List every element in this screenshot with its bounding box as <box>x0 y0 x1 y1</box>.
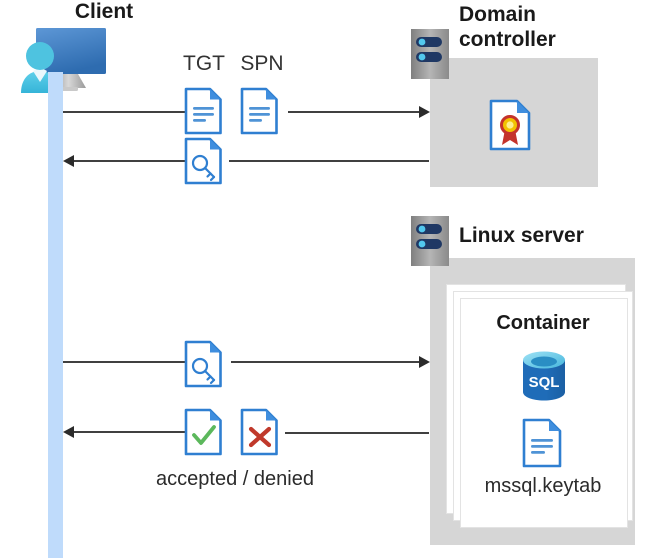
sql-database-icon: SQL <box>519 350 569 402</box>
check-document-icon <box>184 408 226 456</box>
message-4-arrow-left <box>63 423 185 441</box>
linux-server-title: Linux server <box>459 224 584 247</box>
message-4-line-right <box>285 432 429 434</box>
svg-text:SQL: SQL <box>529 374 560 391</box>
client-lifeline <box>48 72 63 558</box>
container-title: Container <box>496 312 590 334</box>
message-label-accepted-denied: accepted / denied <box>156 468 314 490</box>
server-rack-icon <box>411 29 449 79</box>
text-document-icon <box>184 87 226 135</box>
text-document-icon <box>240 87 282 135</box>
cross-document-icon <box>240 408 282 456</box>
message-3-arrow-right <box>231 353 432 371</box>
domain-controller-title-line1: Domain <box>459 3 537 26</box>
key-document-icon <box>184 340 226 388</box>
container-card-front[interactable] <box>460 298 628 528</box>
message-1-line-left <box>63 111 185 113</box>
domain-controller-title-line2: controller <box>459 28 556 51</box>
message-2-arrow-left <box>63 152 185 170</box>
keytab-filename-label: mssql.keytab <box>484 475 602 497</box>
message-label-spn: SPN <box>240 52 284 75</box>
message-1-arrow-right <box>288 103 432 121</box>
text-document-icon <box>522 418 566 468</box>
message-3-line-left <box>63 361 185 363</box>
key-document-icon <box>184 137 226 185</box>
server-rack-icon <box>411 216 449 266</box>
message-label-tgt: TGT <box>183 52 225 75</box>
certificate-document-icon <box>489 99 535 151</box>
client-title: Client <box>74 0 134 23</box>
domain-controller-title: Domain controller <box>459 2 659 52</box>
message-2-line-right <box>229 160 429 162</box>
